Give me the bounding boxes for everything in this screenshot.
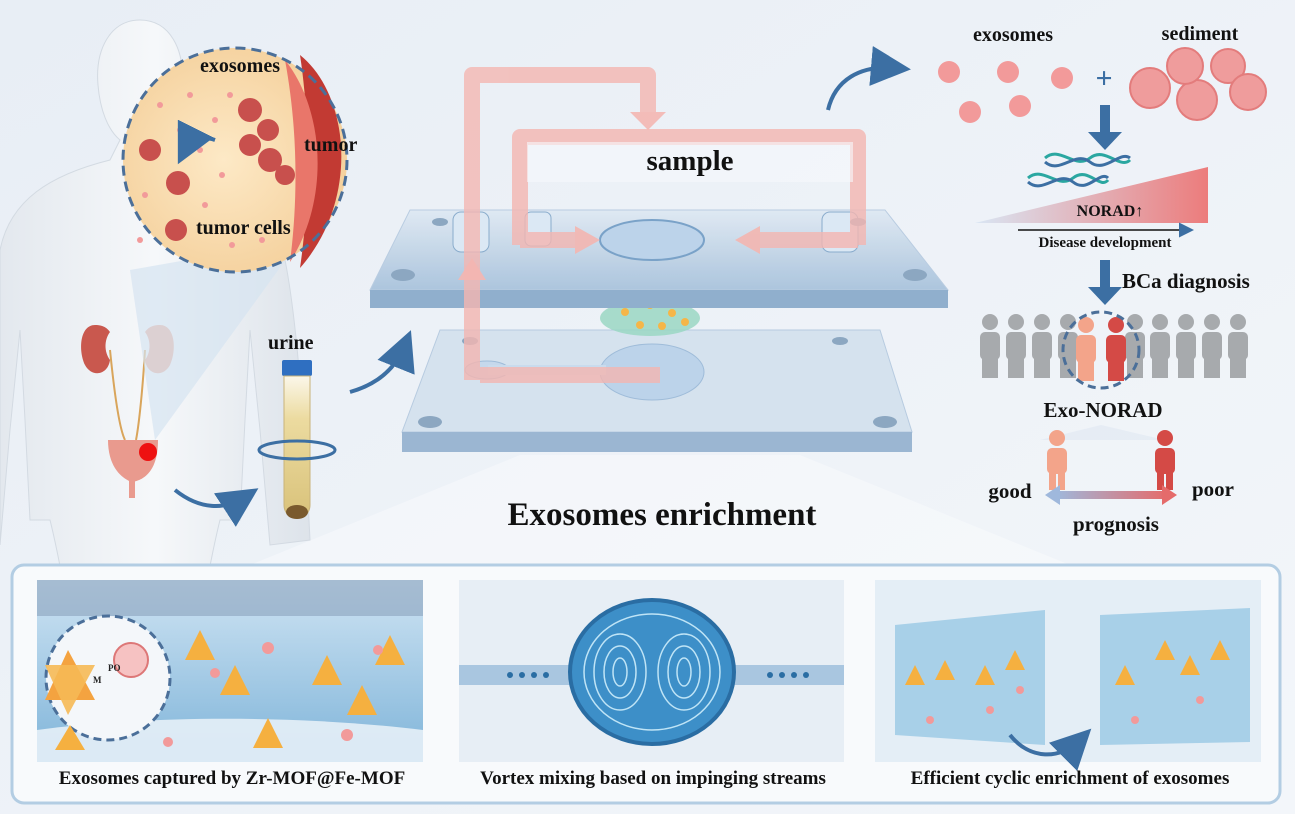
- urine-tube-icon: [257, 360, 337, 519]
- person-icon: [1150, 314, 1170, 378]
- panel-cyclic-enrichment: [875, 580, 1261, 772]
- label-sediment: sediment: [1162, 23, 1239, 45]
- tumor-zoom: [121, 46, 349, 440]
- arrow-chip-to-analysis: [826, 46, 911, 111]
- person-icon: [1202, 314, 1222, 378]
- panel-vortex-mixing: [459, 580, 844, 762]
- label-tumor-cells: tumor cells: [196, 217, 291, 239]
- person-icon: [1032, 314, 1052, 378]
- arrow-body-to-tube: [173, 488, 259, 527]
- label-mof-m: M: [93, 675, 102, 685]
- label-mof-po: PO: [108, 663, 121, 673]
- label-prognosis: prognosis: [1073, 512, 1159, 536]
- label-sample: sample: [647, 145, 734, 177]
- mof-sheet: [600, 300, 700, 336]
- label-exosomes-enrichment: Exosomes enrichment: [508, 497, 817, 533]
- person-icon: [1176, 314, 1196, 378]
- label-tumor: tumor: [304, 134, 357, 156]
- person-icon: [980, 314, 1000, 378]
- person-icon: [1006, 314, 1026, 378]
- person-icon: [1076, 317, 1096, 381]
- label-exo-norad: Exo-NORAD: [1044, 398, 1163, 422]
- label-bca-diagnosis: BCa diagnosis: [1122, 269, 1250, 293]
- label-good: good: [988, 479, 1032, 503]
- label-exosomes-tumor: exosomes: [200, 55, 280, 77]
- sediment-cells: [1129, 47, 1267, 121]
- person-icon: [1228, 314, 1248, 378]
- label-poor: poor: [1192, 477, 1234, 501]
- person-poor-icon: [1155, 430, 1175, 490]
- label-norad: NORAD↑: [1077, 203, 1144, 220]
- person-icon: [1106, 317, 1126, 381]
- caption-panel-3: Efficient cyclic enrichment of exosomes: [910, 768, 1230, 789]
- bladder-icon: [108, 440, 158, 498]
- label-disease-development: Disease development: [1039, 235, 1172, 251]
- norad-wedge: [975, 167, 1208, 223]
- label-exosomes-top: exosomes: [973, 24, 1053, 46]
- prognosis-bar: [1055, 491, 1167, 499]
- arrow-tube-to-chip: [349, 330, 415, 394]
- flow-loop-arrows: [464, 67, 866, 383]
- caption-panel-1: Exosomes captured by Zr-MOF@Fe-MOF: [58, 768, 406, 789]
- person-good-icon: [1047, 430, 1067, 490]
- label-urine: urine: [268, 332, 314, 354]
- dna-icon: [1027, 152, 1132, 188]
- exosome-particles: [938, 61, 1073, 123]
- caption-panel-2: Vortex mixing based on impinging streams: [480, 768, 826, 789]
- panel-mof-capture: PO M: [37, 580, 423, 762]
- label-plus: +: [1095, 62, 1112, 95]
- crowd: [980, 314, 1248, 381]
